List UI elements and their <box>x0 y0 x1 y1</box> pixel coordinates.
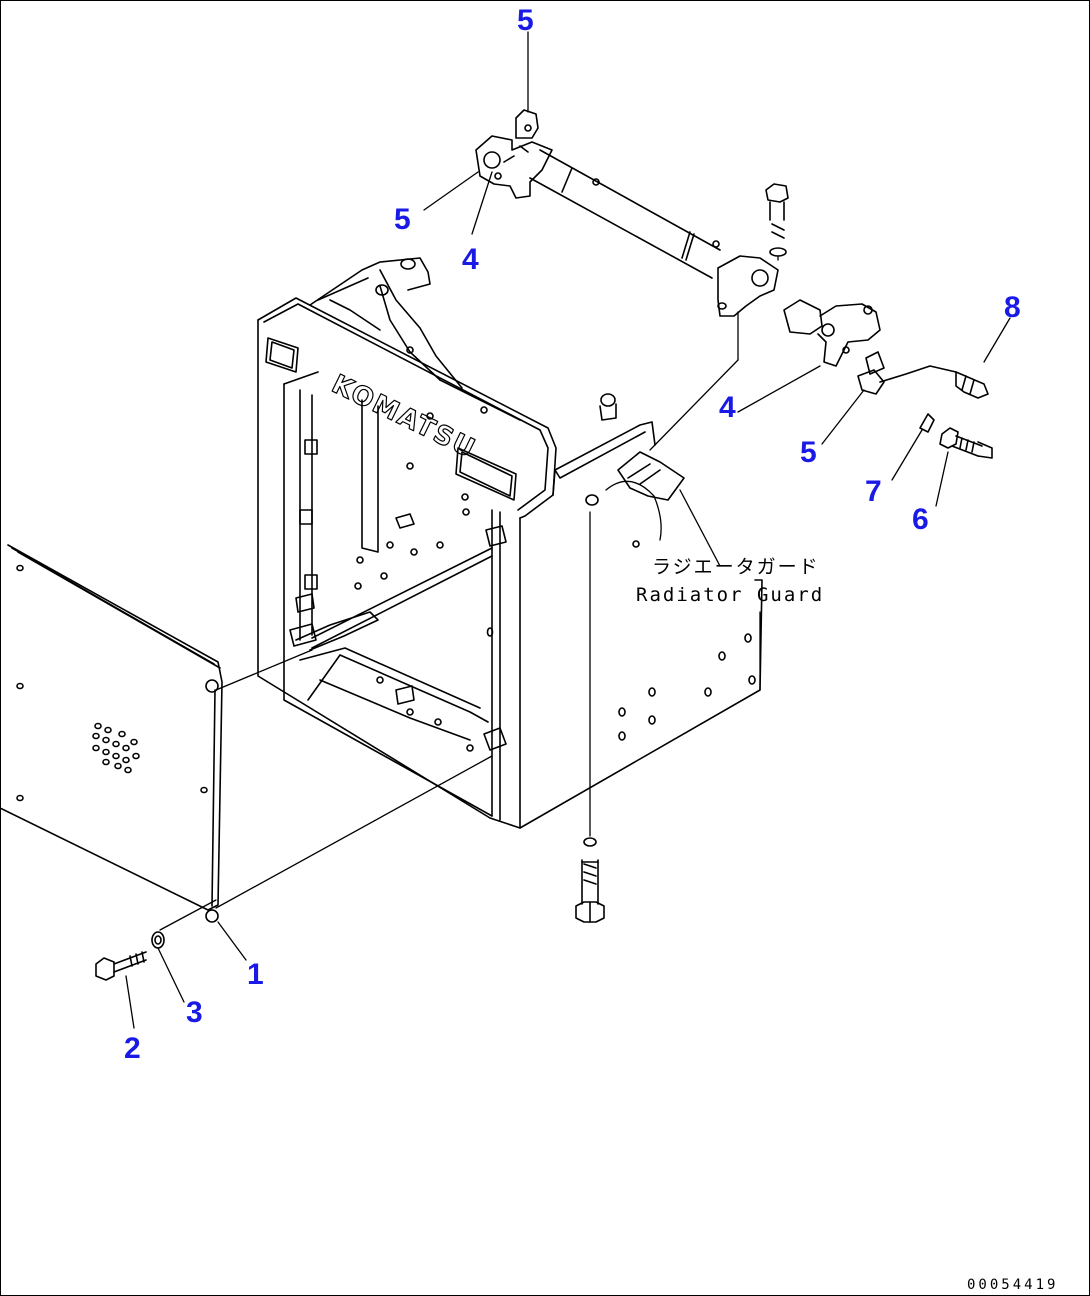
leader-lines <box>125 31 1011 1029</box>
radiator-guard-frame <box>257 257 763 829</box>
bolt-part-6 <box>939 427 993 459</box>
radiator-guard-label-en: Radiator Guard <box>636 584 825 606</box>
callout-3: 3 <box>186 996 203 1029</box>
callout-2: 2 <box>124 1032 141 1065</box>
callout-5-left: 5 <box>394 203 411 236</box>
long-mounting-bolt <box>575 837 605 923</box>
support-bar-assembly <box>475 109 989 399</box>
leader-8 <box>983 317 1011 363</box>
vent-hole-pattern <box>92 722 140 774</box>
callout-4-top: 4 <box>462 243 479 276</box>
callout-5-right: 5 <box>800 436 817 469</box>
washer-part-3 <box>151 931 165 949</box>
washer-part-7 <box>919 413 935 433</box>
leader-5-left <box>423 171 479 211</box>
leader-4-right <box>737 365 821 413</box>
callout-7: 7 <box>865 475 882 508</box>
side-cover-panel <box>0 544 223 923</box>
leader-2 <box>125 975 135 1029</box>
leader-1 <box>217 921 247 961</box>
document-number: 00054419 <box>967 1277 1059 1293</box>
leader-5-right <box>821 389 865 445</box>
callout-8: 8 <box>1004 291 1021 324</box>
leader-6 <box>935 451 949 507</box>
top-mounting-bolt <box>765 183 789 257</box>
callout-1: 1 <box>247 958 264 991</box>
radiator-guard-label-ja: ラジエータガード <box>652 556 820 578</box>
bolt-part-2 <box>95 951 147 981</box>
callout-4-right: 4 <box>719 391 736 424</box>
leader-4-top <box>471 171 493 235</box>
leader-7 <box>891 429 923 481</box>
callout-5-top: 5 <box>517 4 534 37</box>
callout-6: 6 <box>912 503 929 536</box>
leader-3 <box>157 947 185 1003</box>
